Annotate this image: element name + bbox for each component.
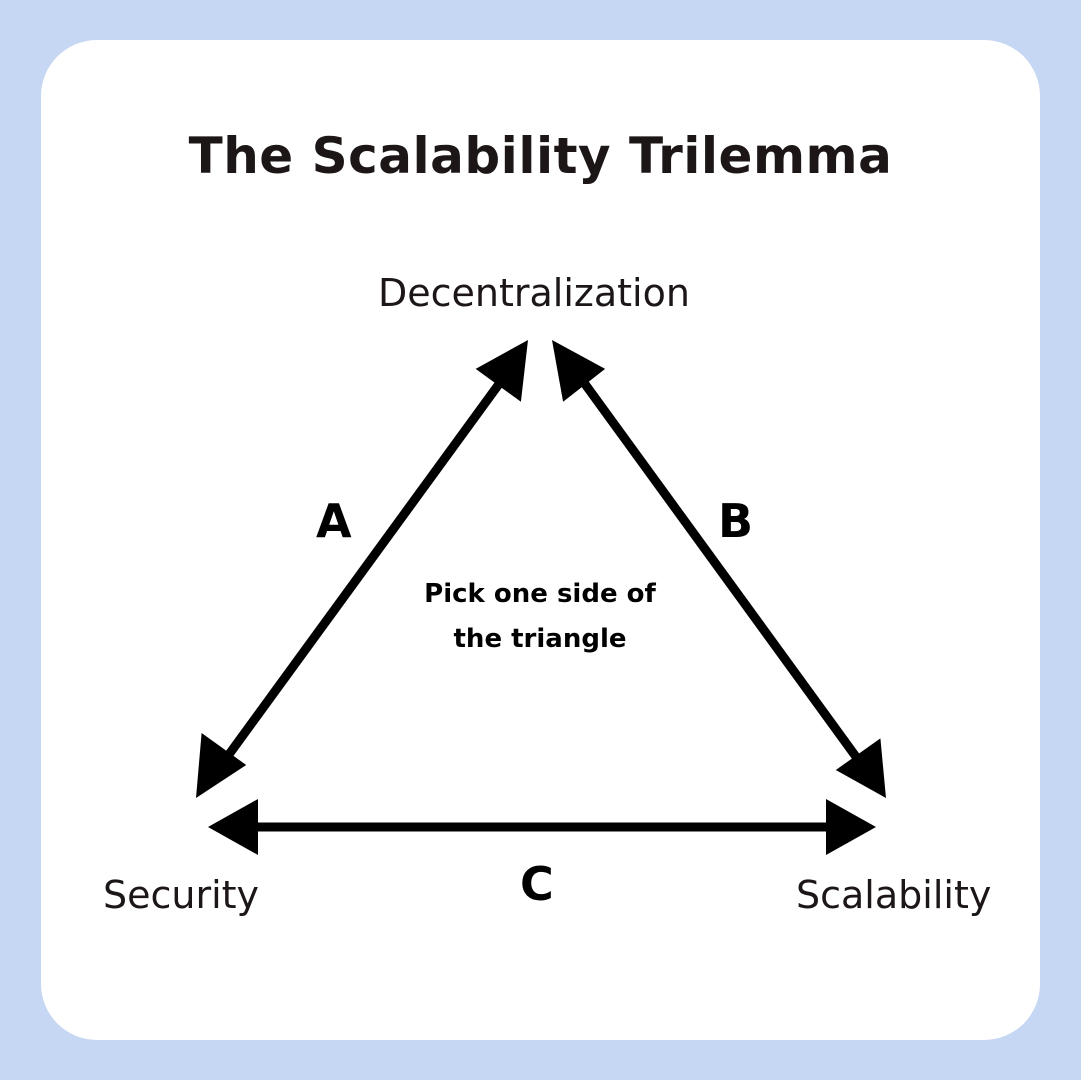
vertex-scalability: Scalability [796, 873, 992, 917]
side-b-arrowhead-bottom [835, 738, 886, 798]
vertex-security: Security [103, 873, 260, 917]
center-instruction: Pick one side of the triangle [390, 572, 690, 662]
diagram-card [41, 40, 1040, 1040]
side-c-arrowhead-left [208, 799, 258, 855]
side-a-arrowhead-top [475, 340, 528, 402]
side-a-arrow [196, 340, 528, 798]
side-label-c: C [520, 857, 554, 911]
side-label-a: A [316, 494, 352, 548]
center-instruction-line-1: Pick one side of [424, 579, 656, 609]
diagram-title: The Scalability Trilemma [188, 127, 893, 185]
side-b-arrow [552, 340, 886, 798]
center-instruction-line-2: the triangle [453, 624, 627, 654]
side-c-arrow [208, 799, 876, 855]
side-c-arrowhead-right [826, 799, 876, 855]
side-label-b: B [718, 494, 754, 548]
vertex-decentralization: Decentralization [378, 271, 690, 315]
side-a-arrowhead-bottom [196, 733, 247, 798]
side-b-arrowhead-top [552, 340, 606, 402]
